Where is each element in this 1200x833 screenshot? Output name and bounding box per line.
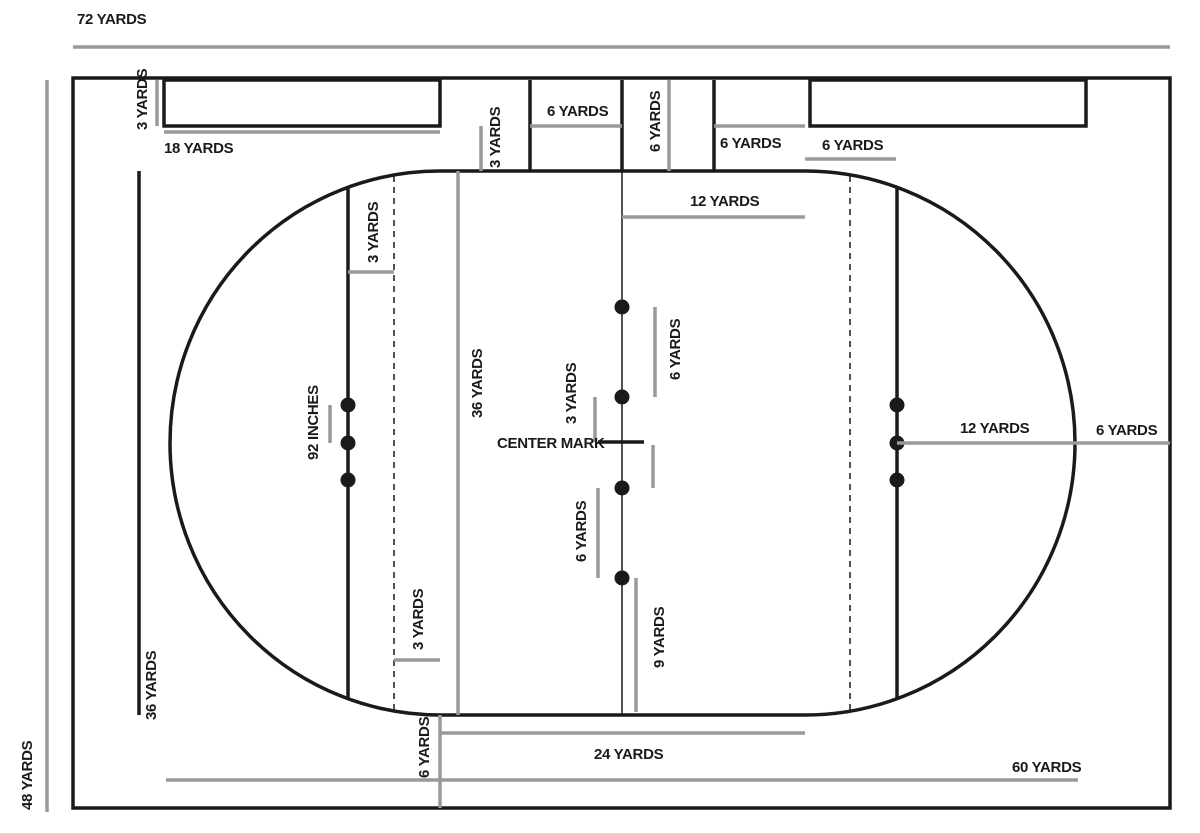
label-box-gap: 3 YARDS	[487, 106, 504, 168]
left-goal-spot-bottom	[340, 472, 356, 488]
center-spot-bottom	[614, 570, 630, 586]
label-upper-spot: 6 YARDS	[667, 318, 684, 380]
central-playing-area	[168, 169, 1077, 717]
label-center-mark-spacing: 3 YARDS	[563, 362, 580, 424]
label-overall-width: 72 YARDS	[77, 11, 147, 28]
label-bottom-offset: 6 YARDS	[416, 716, 433, 778]
label-center-width: 36 YARDS	[469, 348, 486, 418]
left-goal-spot-top	[340, 397, 356, 413]
label-inches: 92 INCHES	[305, 385, 322, 460]
left-bench-box	[162, 78, 442, 128]
left-goal-spot-middle	[340, 435, 356, 451]
label-goal-behind: 6 YARDS	[1096, 422, 1158, 439]
label-pen-depth: 6 YARDS	[647, 90, 664, 152]
label-restraining-gap-lower: 3 YARDS	[410, 588, 427, 650]
label-playing-length: 60 YARDS	[1012, 759, 1082, 776]
label-lower-end: 9 YARDS	[651, 606, 668, 668]
label-center-half: 12 YARDS	[690, 193, 760, 210]
center-spot-lower	[614, 480, 630, 496]
center-spot-upper	[614, 389, 630, 405]
right-bench-box	[808, 78, 1088, 128]
label-pen-width-left: 6 YARDS	[547, 103, 609, 120]
label-box-depth: 3 YARDS	[134, 68, 151, 130]
label-side-height: 36 YARDS	[143, 650, 160, 720]
label-box-width: 18 YARDS	[164, 140, 234, 157]
label-overall-height: 48 YARDS	[19, 740, 36, 810]
label-right-gap: 6 YARDS	[822, 137, 884, 154]
label-center-mark: CENTER MARK	[497, 435, 605, 452]
right-goal-spot-bottom	[889, 472, 905, 488]
right-goal-spot-top	[889, 397, 905, 413]
label-goal-radius: 12 YARDS	[960, 420, 1030, 437]
label-restraining-gap: 3 YARDS	[365, 201, 382, 263]
label-center-length: 24 YARDS	[594, 746, 664, 763]
center-spot-top	[614, 299, 630, 315]
label-lower-spot: 6 YARDS	[573, 500, 590, 562]
label-pen-width-right: 6 YARDS	[720, 135, 782, 152]
